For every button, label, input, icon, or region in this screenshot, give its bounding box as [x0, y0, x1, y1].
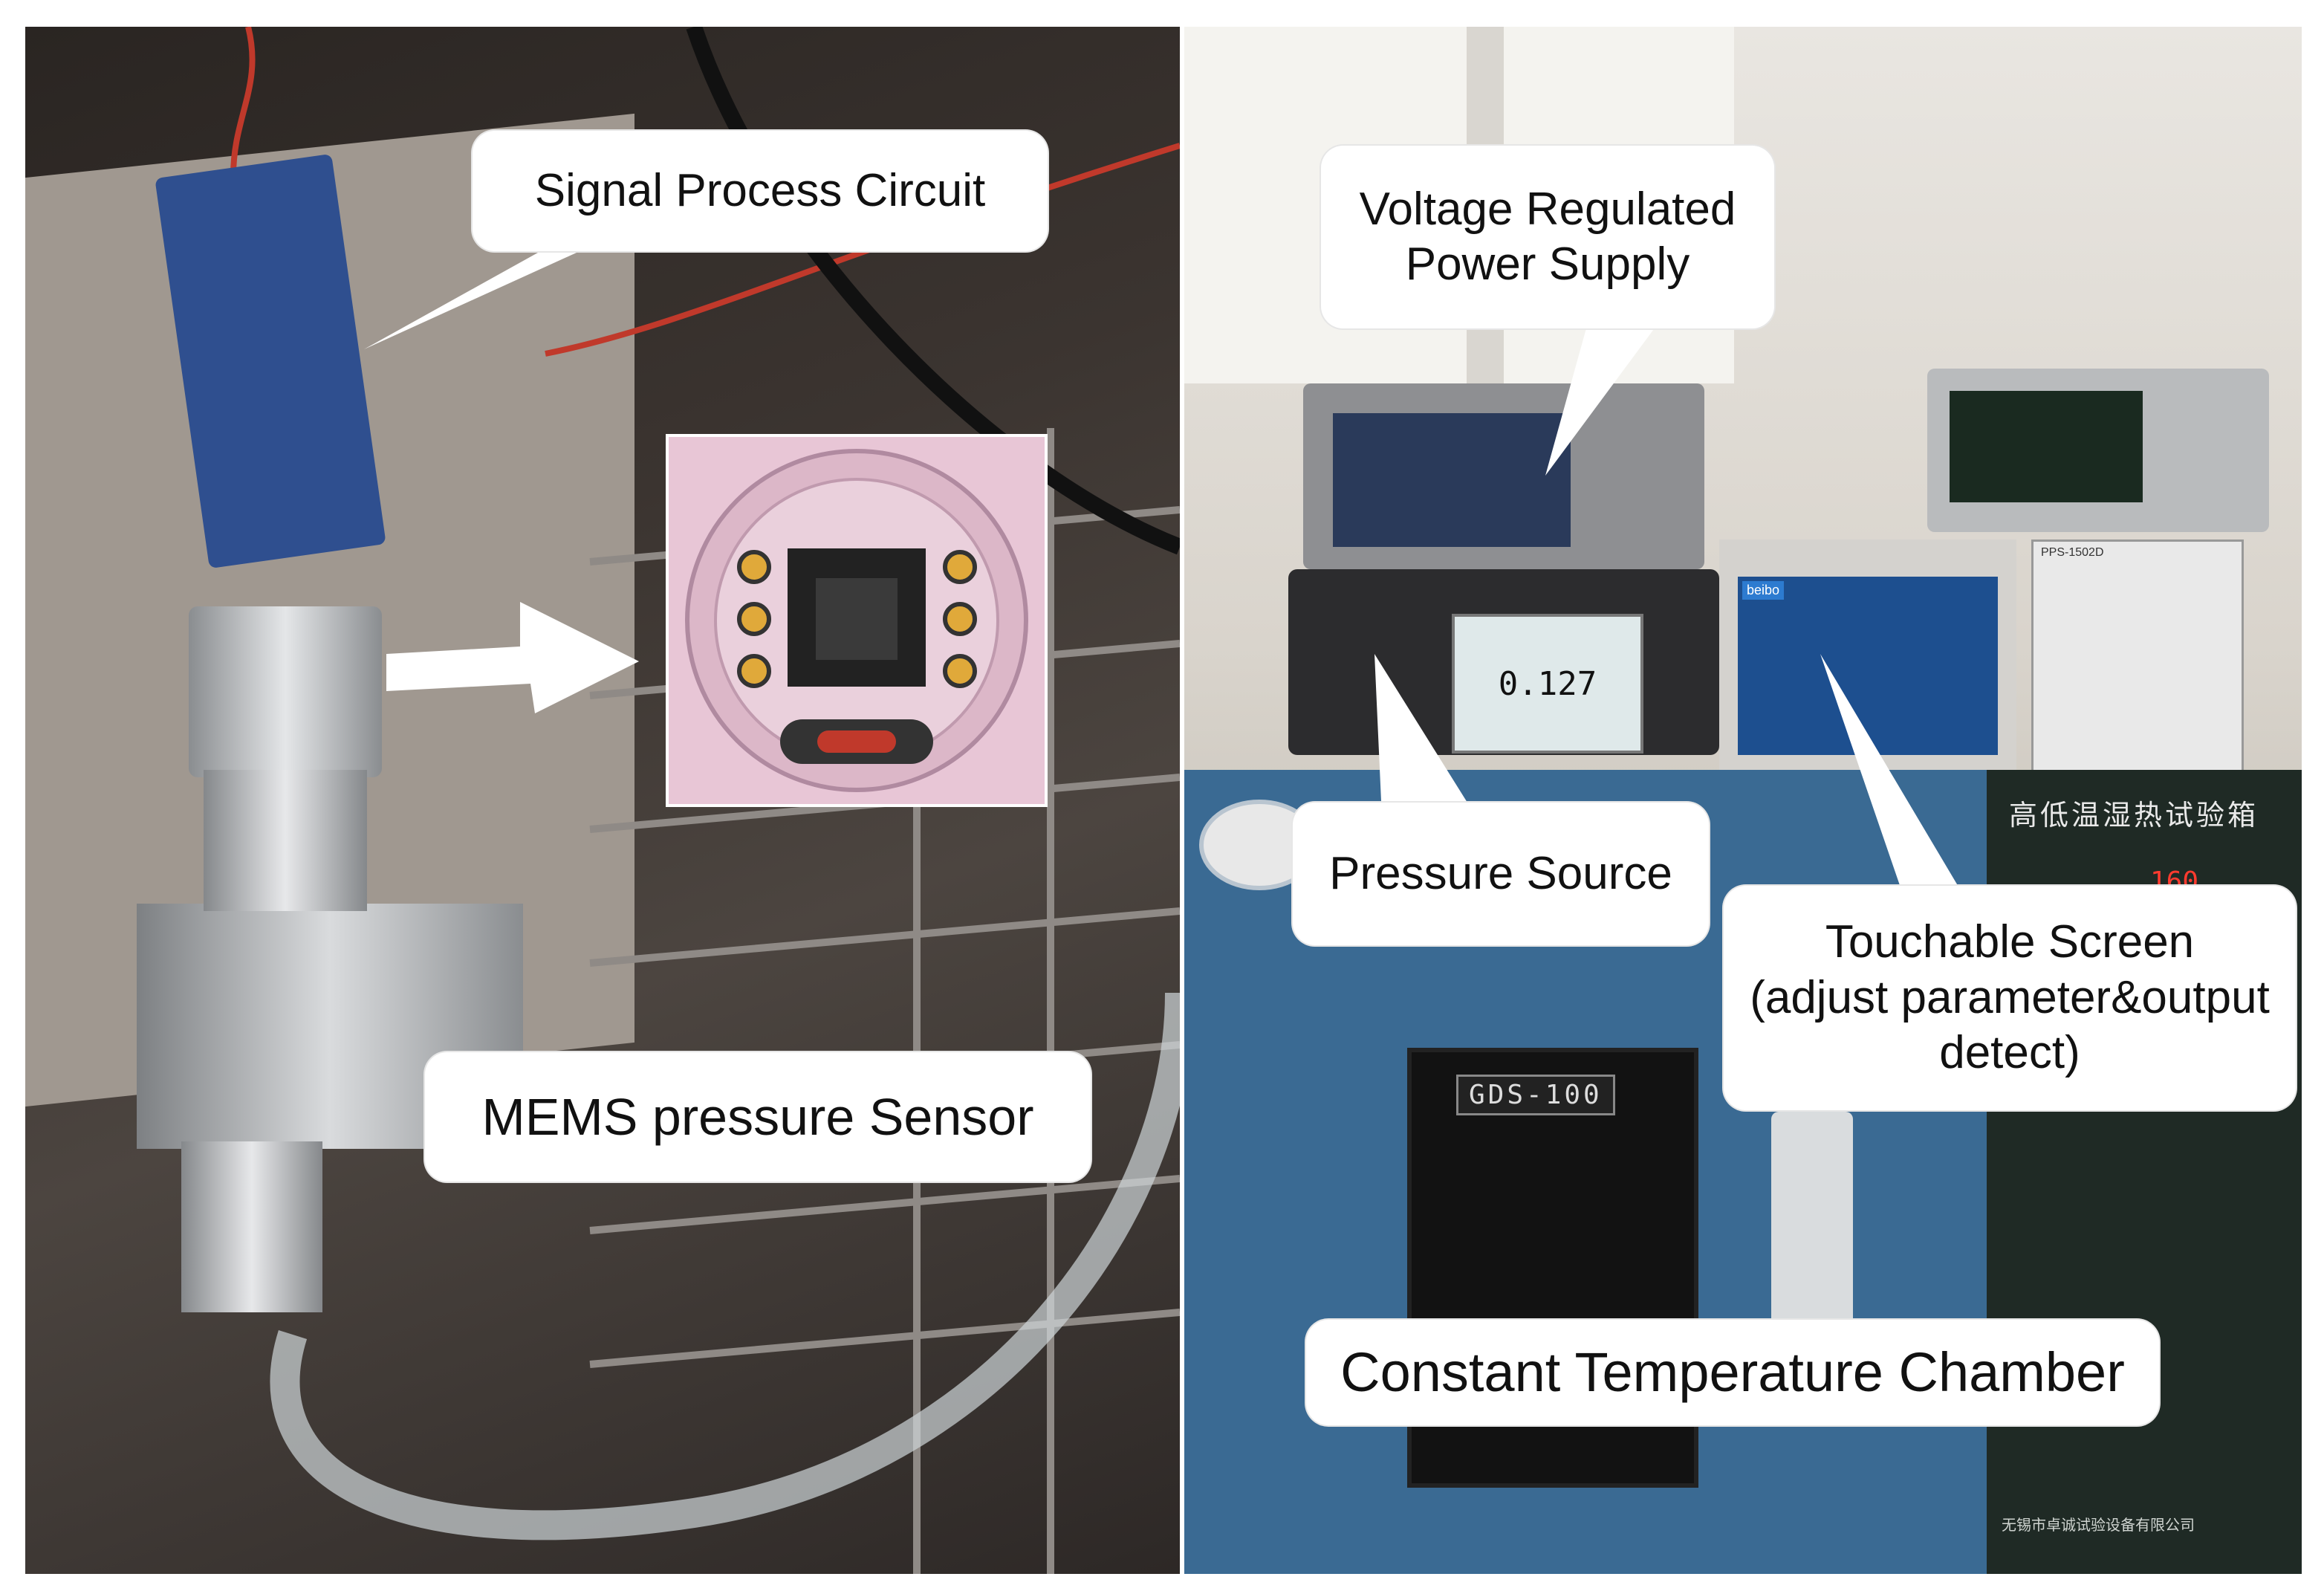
mems-chip-drawing — [685, 449, 1028, 792]
pressure-display-value: 0.127 — [1498, 664, 1597, 703]
manufacturer-cn: 无锡市卓诚试验设备有限公司 — [2002, 1517, 2195, 1534]
dc-supply: PPS-1502D — [2031, 539, 2244, 782]
touchable-screen-label: Touchable Screen (adjust parameter&outpu… — [1724, 886, 2296, 1110]
chamber-model: GDS-100 — [1456, 1075, 1615, 1115]
touch-screen-brand: beibo — [1742, 581, 1785, 600]
chamber-title-cn: 高低温湿热试验箱 — [2009, 800, 2259, 832]
dc-supply-model: PPS-1502D — [2041, 546, 2104, 559]
oscilloscope-screen — [1950, 391, 2143, 502]
sensor-outlet — [181, 1141, 322, 1312]
pressure-source-label: Pressure Source — [1293, 803, 1709, 945]
constant-temperature-chamber-label: Constant Temperature Chamber — [1306, 1320, 2159, 1425]
mems-chip-inset — [666, 434, 1048, 807]
power-supply-screen — [1333, 413, 1571, 547]
left-photo-panel — [25, 27, 1180, 1574]
signal-process-circuit-label: Signal Process Circuit — [473, 131, 1048, 251]
touch-screen-display: beibo — [1738, 577, 1998, 755]
sensor-fitting — [189, 606, 382, 777]
voltage-regulated-power-supply-label: Voltage Regulated Power Supply — [1321, 146, 1774, 328]
sensor-stem — [204, 770, 367, 911]
mems-pressure-sensor-label: MEMS pressure Sensor — [425, 1052, 1091, 1182]
pressure-display: 0.127 — [1452, 614, 1643, 754]
chamber-handle — [1771, 1112, 1853, 1335]
